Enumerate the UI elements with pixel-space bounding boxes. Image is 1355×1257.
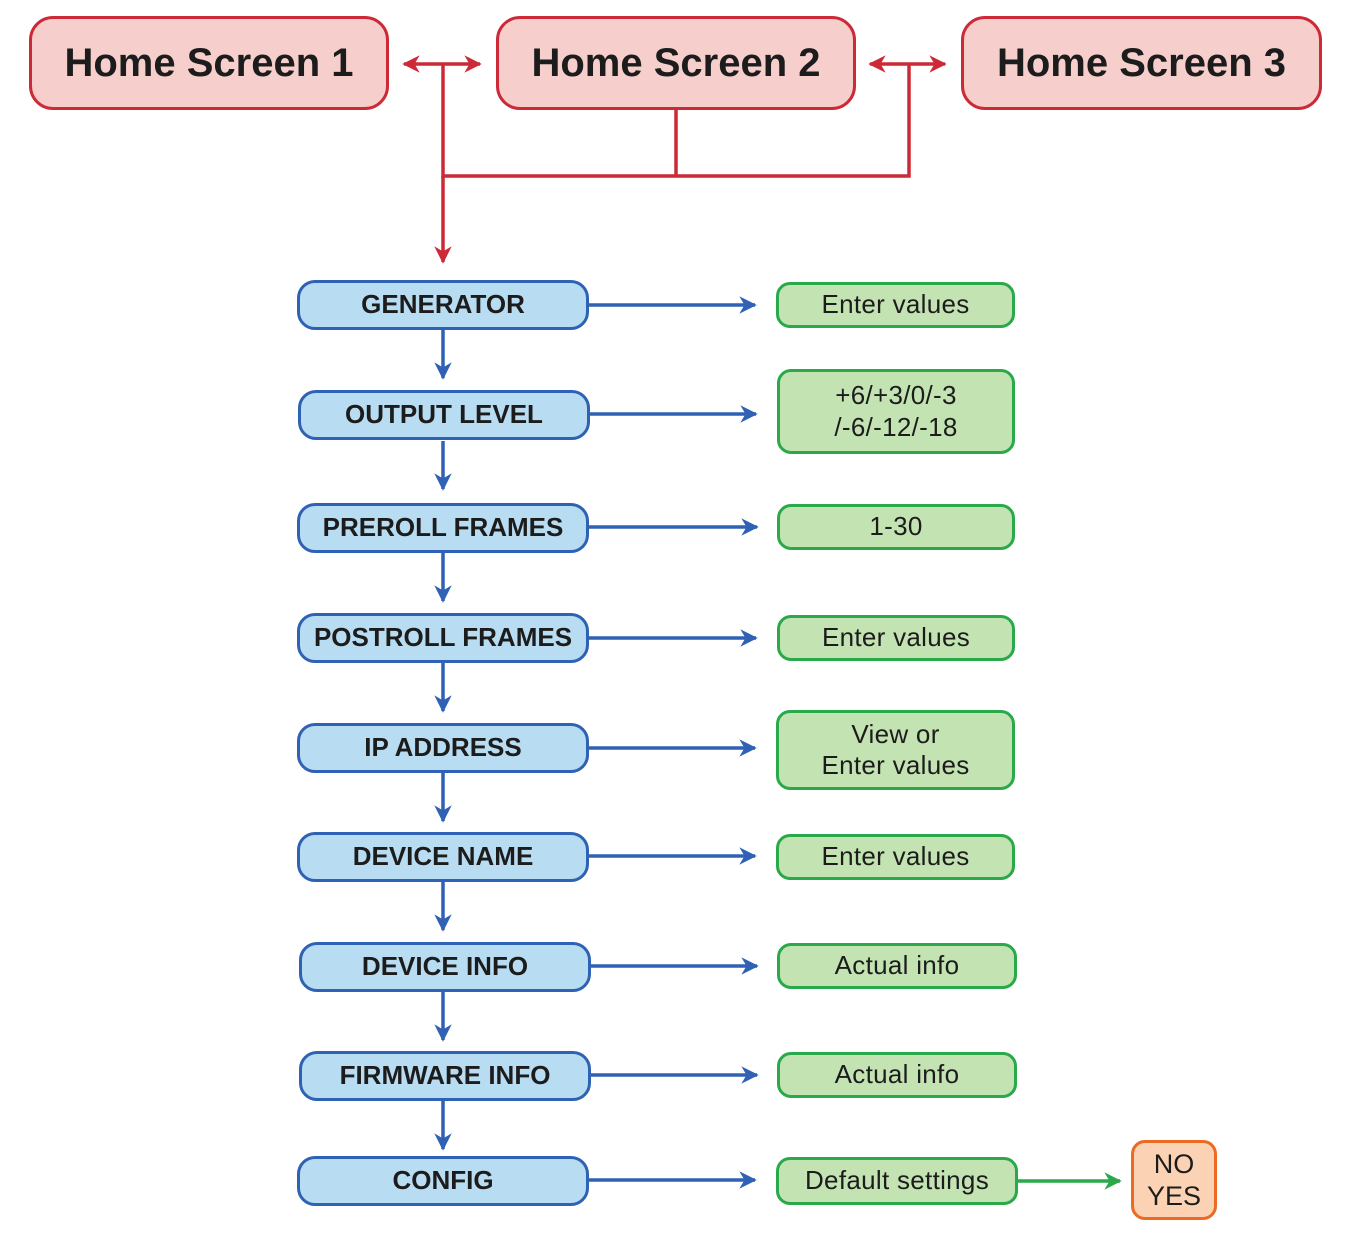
menu-item-label: GENERATOR — [361, 289, 525, 320]
menu-item-label: POSTROLL FRAMES — [313, 622, 573, 653]
option-no: NO — [1153, 1148, 1195, 1179]
menu-item-preroll-frames: PREROLL FRAMES — [297, 503, 589, 553]
menu-item-postroll-frames: POSTROLL FRAMES — [297, 613, 589, 663]
value-device-info: Actual info — [777, 943, 1017, 989]
menu-item-label: OUTPUT LEVEL — [345, 399, 543, 430]
value-text: Actual info — [834, 1059, 960, 1090]
menu-item-device-name: DEVICE NAME — [297, 832, 589, 882]
menu-item-output-level: OUTPUT LEVEL — [298, 390, 590, 440]
value-text: Enter values — [821, 750, 970, 780]
value-config: Default settings — [776, 1157, 1018, 1205]
home-screen-3: Home Screen 3 — [961, 16, 1322, 110]
value-postroll-frames: Enter values — [777, 615, 1015, 661]
value-text: Enter values — [821, 289, 970, 320]
value-text: View or — [851, 718, 940, 749]
menu-item-label: CONFIG — [392, 1165, 494, 1196]
menu-item-label: DEVICE NAME — [352, 841, 534, 872]
home-screen-label: Home Screen 3 — [996, 41, 1287, 85]
home-screen-2: Home Screen 2 — [496, 16, 856, 110]
menu-item-label: PREROLL FRAMES — [322, 512, 564, 543]
value-ip-address: View or Enter values — [776, 710, 1015, 790]
home-screen-label: Home Screen 1 — [64, 41, 354, 85]
menu-item-config: CONFIG — [297, 1156, 589, 1206]
menu-item-device-info: DEVICE INFO — [299, 942, 591, 992]
value-text: Enter values — [821, 841, 970, 872]
value-generator: Enter values — [776, 282, 1015, 328]
value-preroll-frames: 1-30 — [777, 504, 1015, 550]
menu-item-label: IP ADDRESS — [364, 732, 522, 763]
menu-item-ip-address: IP ADDRESS — [297, 723, 589, 773]
value-firmware-info: Actual info — [777, 1052, 1017, 1098]
menu-item-label: DEVICE INFO — [361, 951, 529, 982]
config-options: NO YES — [1131, 1140, 1217, 1220]
value-output-level: +6/+3/0/-3 /-6/-12/-18 — [777, 369, 1015, 454]
home-screen-label: Home Screen 2 — [531, 41, 821, 85]
value-device-name: Enter values — [776, 834, 1015, 880]
value-text: Enter values — [821, 622, 971, 653]
value-text: 1-30 — [869, 511, 923, 542]
value-text: Default settings — [804, 1165, 989, 1196]
menu-item-label: FIRMWARE INFO — [339, 1060, 551, 1091]
value-text: +6/+3/0/-3 — [835, 380, 957, 411]
value-text: Actual info — [834, 950, 960, 981]
home-screen-1: Home Screen 1 — [29, 16, 389, 110]
menu-item-generator: GENERATOR — [297, 280, 589, 330]
menu-item-firmware-info: FIRMWARE INFO — [299, 1051, 591, 1101]
value-text: /-6/-12/-18 — [834, 411, 958, 442]
option-yes: YES — [1146, 1181, 1202, 1211]
